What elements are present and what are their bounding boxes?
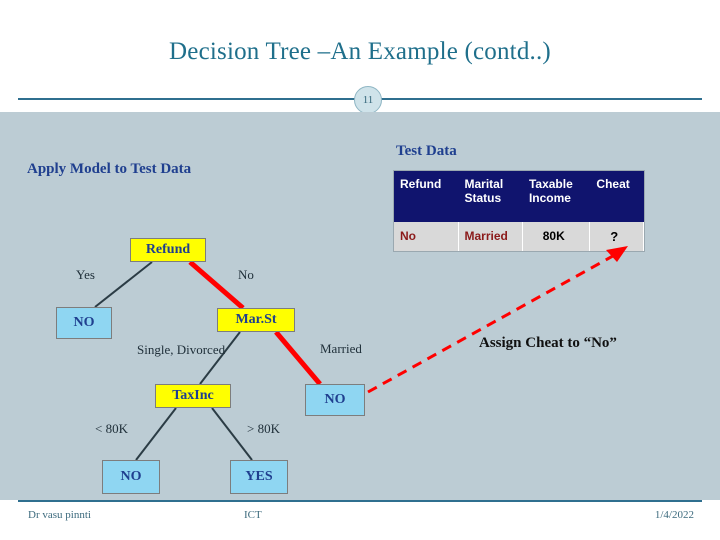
page-number-badge: 11 [354, 86, 382, 114]
node-marst[interactable]: Mar.St [217, 308, 295, 332]
cell-marital-status-value: Married [459, 221, 524, 251]
node-no-low-income[interactable]: NO [102, 460, 160, 494]
header-line-income: Income [528, 191, 571, 205]
footer-divider [18, 500, 702, 502]
edge-label-no: No [238, 267, 254, 282]
header-cell-taxable-income: Taxable Income [523, 171, 590, 222]
footer-org: ICT [244, 509, 262, 521]
edge-label-lt-80k: < 80K [95, 421, 128, 436]
header-cell-cheat: Cheat [596, 177, 630, 191]
footer-band [0, 500, 720, 540]
header-line-marital: Marital [464, 177, 504, 191]
footer-date: 1/4/2022 [654, 509, 694, 521]
page-title: Decision Tree –An Example (contd..) [169, 38, 551, 65]
node-refund[interactable]: Refund [130, 238, 206, 262]
cell-refund-value: No [394, 221, 459, 251]
header-line-status: Status [464, 191, 502, 205]
table-row: No Married 80K ? [394, 221, 645, 251]
cell-taxable-income-value: 80K [523, 221, 591, 251]
test-data-table: Refund Marital Status Taxable Income Che… [393, 170, 645, 252]
edge-label-yes: Yes [76, 267, 95, 282]
edge-label-gt-80k: > 80K [247, 421, 280, 436]
node-no-married[interactable]: NO [305, 384, 365, 416]
footer-author: Dr vasu pinnti [28, 509, 91, 521]
node-no-refund-yes[interactable]: NO [56, 307, 112, 339]
cell-cheat-value: ? [590, 221, 645, 251]
assign-cheat-label: Assign Cheat to “No” [479, 335, 617, 351]
apply-model-label: Apply Model to Test Data [27, 161, 192, 177]
node-taxinc[interactable]: TaxInc [155, 384, 231, 408]
header-line-taxable: Taxable [528, 177, 573, 191]
node-yes-high-income[interactable]: YES [230, 460, 288, 494]
header-cell-marital-status: Marital Status [458, 171, 522, 222]
edge-label-married: Married [320, 341, 362, 356]
test-data-label: Test Data [396, 143, 457, 159]
edge-label-single-divorced: Single, Divorced [137, 342, 226, 357]
header-cell-refund: Refund [400, 177, 442, 191]
table-header-row: Refund Marital Status Taxable Income Che… [394, 171, 644, 222]
